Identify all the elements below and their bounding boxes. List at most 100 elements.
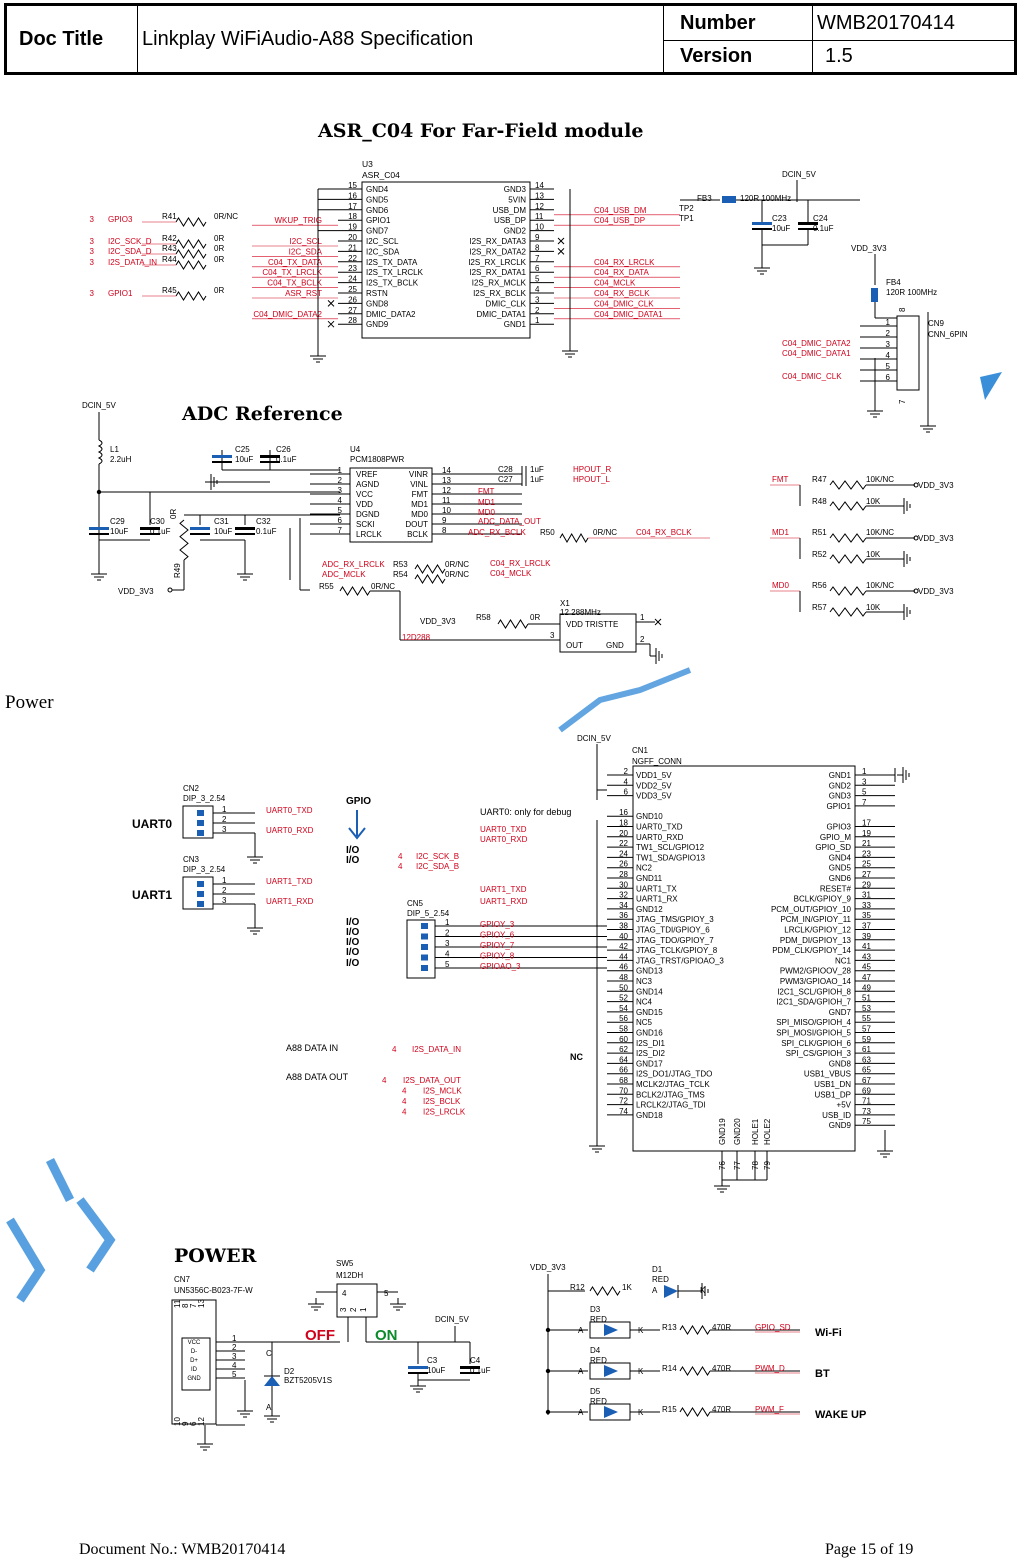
label: UART0_TXD [636, 823, 683, 832]
label: I2S_TX_BCLK [366, 279, 419, 288]
label: 9 [535, 233, 540, 242]
label: 3 [222, 825, 227, 834]
label: R48 [812, 497, 827, 506]
label: 10 [442, 506, 451, 515]
label: 5 [886, 362, 891, 371]
wire [654, 618, 662, 626]
label: 34 [619, 901, 628, 910]
led [604, 1324, 618, 1336]
label: MD1 [478, 498, 495, 507]
label: L1 [110, 445, 119, 454]
label: I2C1_SCL/GPIOH_8 [777, 987, 851, 996]
port [913, 588, 919, 594]
label: 3 [90, 289, 95, 298]
label: 1 [886, 318, 891, 327]
label: NC3 [636, 977, 653, 986]
label: 0.1uF [256, 527, 277, 536]
label: MD1 [772, 528, 789, 537]
label: BT [815, 1368, 830, 1380]
x1-body [559, 613, 637, 653]
led [604, 1406, 618, 1418]
label: 39 [862, 932, 871, 941]
label: R41 [162, 212, 177, 221]
label: JTAG_TDO/GPIOY_7 [636, 936, 714, 945]
label: 5 [338, 506, 343, 515]
label: UART1_RXD [266, 897, 314, 906]
label: GPIO3 [827, 823, 852, 832]
capacitor-plate [798, 222, 818, 225]
label: LRCLK [356, 530, 382, 539]
label: 3 [90, 247, 95, 256]
label: 6 [338, 516, 343, 525]
label: 60 [619, 1035, 628, 1044]
label: AGND [356, 480, 379, 489]
label: GPIO_M [820, 833, 851, 842]
label: VDD TRISTTE [566, 620, 618, 629]
label: 10K [866, 603, 881, 612]
resistor [175, 260, 207, 270]
label: C04_RX_LRCLK [594, 258, 655, 267]
label: C25 [235, 445, 250, 454]
resistor [175, 291, 207, 301]
label: 45 [862, 963, 871, 972]
label: CN1 [632, 746, 649, 755]
label: R50 [540, 528, 555, 537]
cn1-body [632, 765, 856, 1152]
label: I/O [346, 845, 360, 856]
label: A [266, 1403, 272, 1412]
label: R42 [162, 234, 177, 243]
label: GND2 [504, 227, 527, 236]
cn9-body [896, 315, 920, 391]
label: FB4 [886, 278, 901, 287]
label: D2 [284, 1367, 295, 1376]
label: C04_MCLK [490, 569, 532, 578]
label: R15 [662, 1405, 677, 1414]
label: 73 [862, 1107, 871, 1116]
label: C04_DMIC_DATA1 [594, 310, 663, 319]
label: I2S_RX_BCLK [473, 289, 527, 298]
label: 21 [862, 839, 871, 848]
label: I2S_LRCLK [423, 1108, 466, 1117]
label: VINL [410, 480, 428, 489]
label: I/O [346, 917, 360, 928]
label: GND5 [366, 195, 389, 204]
label: 4 [624, 777, 629, 786]
port [167, 587, 173, 593]
label: NC [570, 1052, 583, 1062]
label: 17 [862, 819, 871, 828]
resistor [829, 554, 867, 564]
label: M12DH [336, 1271, 363, 1280]
label: UART1 [132, 888, 172, 902]
label: 470R [712, 1364, 731, 1373]
label: 25 [348, 285, 357, 294]
label: VDD_3V3 [918, 481, 954, 490]
label: 4 [398, 852, 403, 861]
label: 35 [862, 911, 871, 920]
label: 4 [232, 1361, 237, 1370]
label: 5 [862, 788, 867, 797]
label: SPI_CS/GPIOH_3 [786, 1049, 852, 1058]
label: D5 [590, 1387, 601, 1396]
label: 12.288MHz [560, 608, 601, 617]
label: GND9 [366, 320, 389, 329]
label: ASR_RST [285, 289, 322, 298]
label: ADC_MCLK [322, 570, 366, 579]
wire [327, 300, 335, 307]
label: UART0_RXD [480, 835, 528, 844]
label: 1 [359, 1307, 368, 1312]
label: D- [191, 1349, 197, 1355]
label: 5VIN [508, 195, 526, 204]
wire [557, 248, 565, 255]
label: GPIO_SD [815, 843, 851, 852]
label: 27 [348, 306, 357, 315]
label: RED [590, 1356, 607, 1365]
label: 49 [862, 983, 871, 992]
label: BCLK/GPIOY_9 [794, 895, 852, 904]
label: 0R/NC [445, 560, 469, 569]
resistor [339, 586, 371, 596]
label: 6 [624, 788, 629, 797]
label: HOLE1 [751, 1118, 760, 1145]
label: I2S_MCLK [423, 1087, 462, 1096]
label: VDD_3V3 [851, 244, 887, 253]
